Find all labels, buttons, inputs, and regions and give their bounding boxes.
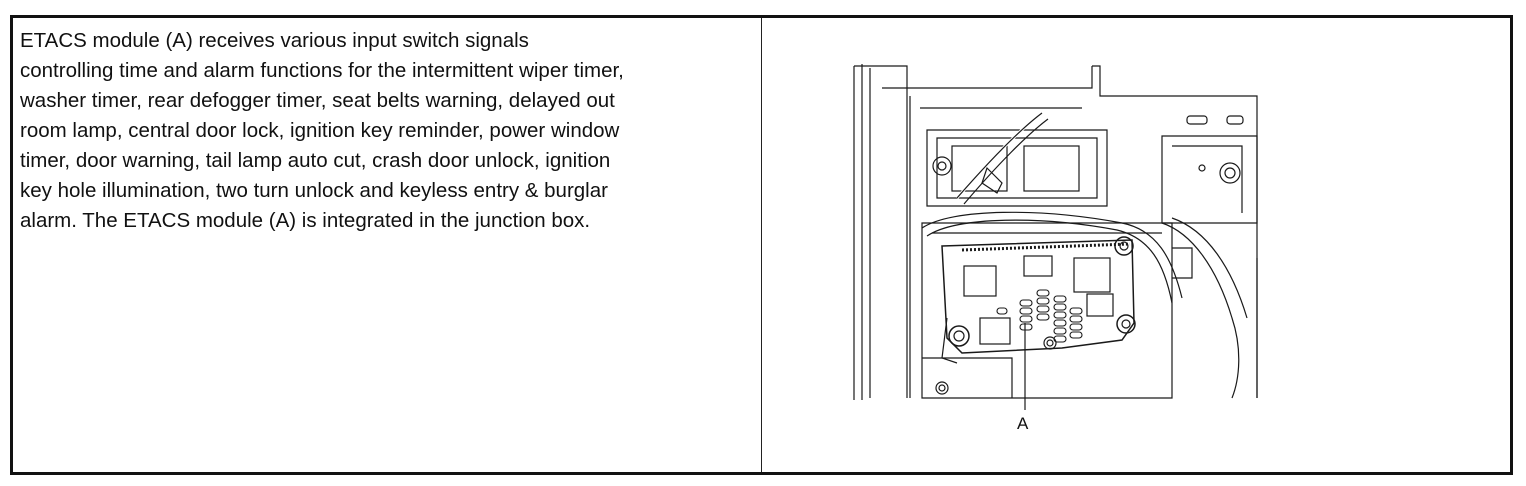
description-cell: ETACS module (A) receives various input … [13, 18, 762, 472]
content-table: ETACS module (A) receives various input … [10, 15, 1513, 475]
figure-cell: A [762, 18, 1510, 472]
description-text: ETACS module (A) receives various input … [20, 29, 624, 232]
callout-label-a: A [1017, 414, 1029, 433]
etacs-module-illustration [853, 64, 1258, 410]
